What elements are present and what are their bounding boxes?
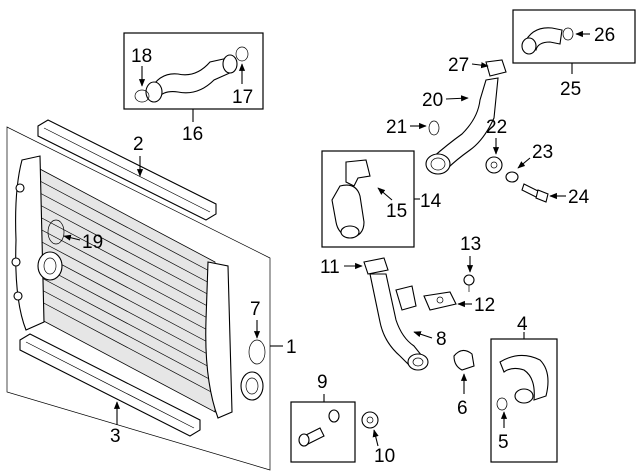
callout-19: 19	[63, 232, 103, 253]
svg-text:27: 27	[448, 55, 469, 76]
svg-text:9: 9	[317, 372, 328, 393]
upper-charge-pipe: 27 20 21	[386, 55, 507, 175]
svg-text:5: 5	[498, 432, 509, 453]
washer-23	[505, 171, 519, 183]
seal-21	[428, 120, 440, 136]
svg-text:21: 21	[386, 117, 407, 138]
seal-17	[235, 46, 249, 62]
svg-text:22: 22	[486, 117, 507, 138]
svg-text:16: 16	[182, 124, 203, 145]
intercooler-assembly	[6, 119, 271, 471]
callout-1: 1	[270, 337, 297, 358]
svg-text:14: 14	[420, 191, 442, 212]
callout-3: 3	[110, 401, 121, 447]
svg-text:4: 4	[517, 314, 528, 335]
clamp-6	[453, 349, 475, 371]
o-ring-7	[248, 339, 266, 365]
bushing-22	[485, 156, 503, 174]
callout-2: 2	[133, 134, 144, 177]
bracket-group: 13 12	[423, 234, 495, 316]
seal-5	[496, 397, 508, 411]
svg-text:7: 7	[250, 299, 261, 320]
callout-7: 7	[250, 299, 261, 339]
right-end-tank	[205, 261, 233, 419]
outlet-neck	[240, 371, 264, 401]
clamp-15	[345, 159, 371, 187]
bushing-10-group: 10	[361, 411, 395, 467]
svg-text:10: 10	[374, 446, 395, 467]
svg-text:8: 8	[436, 329, 447, 350]
hose-4	[499, 354, 549, 401]
seal-18	[134, 89, 150, 103]
svg-text:11: 11	[320, 257, 340, 278]
svg-text:12: 12	[474, 295, 495, 316]
clamp-27	[485, 59, 507, 77]
svg-text:15: 15	[386, 201, 407, 222]
hose-kit-box-16: 18 17 16	[123, 32, 264, 145]
clamp-6-group: 6	[453, 349, 475, 419]
svg-text:1: 1	[286, 337, 297, 358]
bracket-12	[423, 291, 457, 311]
hose-kit-box-14: 15 14	[321, 150, 442, 248]
svg-text:23: 23	[532, 142, 553, 163]
inlet-neck	[37, 251, 63, 281]
svg-text:3: 3	[110, 426, 121, 447]
svg-text:17: 17	[232, 87, 253, 108]
fastener-box-9: 9	[290, 372, 356, 463]
svg-text:20: 20	[422, 90, 443, 111]
svg-text:13: 13	[460, 234, 481, 255]
hose-15	[331, 184, 365, 239]
lower-charge-pipe: 11 8	[320, 257, 447, 371]
svg-text:26: 26	[594, 25, 615, 46]
svg-text:24: 24	[568, 187, 590, 208]
svg-text:19: 19	[82, 232, 103, 253]
elbow-kit-box-25: 26 25	[512, 9, 636, 100]
screw-13	[463, 274, 475, 286]
charge-pipe-8	[369, 273, 423, 367]
seal-26	[562, 27, 574, 41]
svg-text:18: 18	[131, 46, 152, 67]
svg-text:6: 6	[457, 398, 468, 419]
o-ring-19	[47, 219, 65, 245]
left-end-tank	[15, 155, 45, 331]
hose-kit-box-4: 5 4	[490, 314, 558, 463]
svg-text:25: 25	[560, 79, 581, 100]
clamp-11	[363, 257, 389, 275]
fastener-group: 22 23 24	[485, 117, 590, 208]
svg-text:2: 2	[133, 134, 144, 155]
bushing-10	[361, 411, 379, 429]
